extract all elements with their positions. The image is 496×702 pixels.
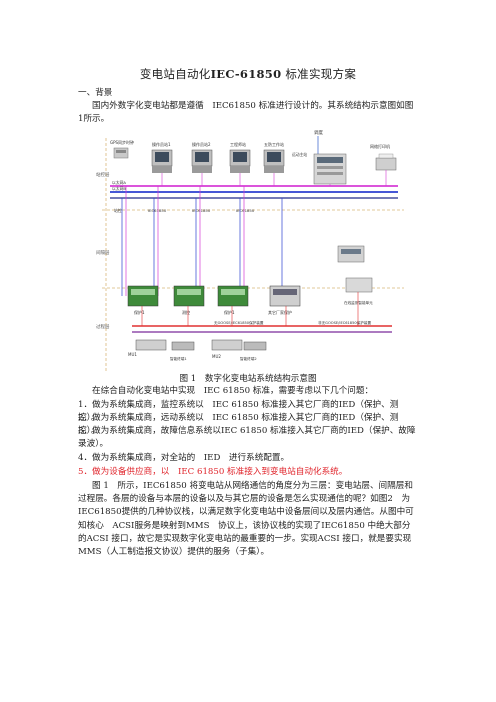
bay-monitor-unit <box>337 245 365 263</box>
printer-label: 网络打印机 <box>370 143 390 149</box>
section-heading: 一、背景 <box>78 88 113 98</box>
intro-paragraph: 国内外数字化变电站都是遵循 IEC61850 标准进行设计的。其系统结构示意图如… <box>78 101 414 125</box>
system-diagram-svg: 站控层 间隔层 过程层 调度 GPS同步时钟 操作员站1 <box>96 129 404 372</box>
bus-tag-3: IEC61850 <box>192 208 211 213</box>
svg-text:MU2: MU2 <box>212 354 221 359</box>
svg-text:MU1: MU1 <box>128 352 137 357</box>
svg-text:保护1: 保护1 <box>134 309 145 315</box>
remote-master-label: 远动主站 <box>292 152 307 157</box>
gps-label: GPS同步时钟 <box>110 139 134 145</box>
title-standard: IEC-61850 <box>210 67 282 81</box>
layer-label-bay: 间隔层 <box>96 249 110 256</box>
bay-device-protection-1: 保护1 <box>127 285 159 315</box>
gps-clock-icon <box>113 147 129 159</box>
svg-text:测控: 测控 <box>182 309 190 315</box>
net-label-a: 以太网A <box>112 180 126 185</box>
title-prefix: 变电站自动化 <box>139 67 211 81</box>
merging-unit-2: MU2 <box>211 339 243 359</box>
workstation-4: 五防工作站 <box>263 141 285 173</box>
bay-device-protection-2: 保护1 <box>217 285 249 315</box>
svg-text:操作员站1: 操作员站1 <box>152 141 171 147</box>
bus-tag-4: IEC61850 <box>236 208 255 213</box>
svg-text:其它厂家保护: 其它厂家保护 <box>268 309 292 315</box>
online-monitor-unit: 在线监测智能单元 <box>344 277 373 305</box>
bus-tag-2: IEC61850 <box>148 208 167 213</box>
svg-text:操作员站2: 操作员站2 <box>192 141 211 147</box>
layer-label-process: 过程层 <box>96 323 110 330</box>
svg-text:智能终端2: 智能终端2 <box>240 356 257 361</box>
net-label-b: 以太网B <box>112 186 126 191</box>
server-rack-icon <box>313 153 347 185</box>
svg-text:在线监测智能单元: 在线监测智能单元 <box>344 300 373 305</box>
layer-label-station: 站控层 <box>96 171 110 178</box>
bay-device-other-vendor: 其它厂家保护 <box>268 285 301 315</box>
workstation-3: 工程师站 <box>229 141 251 173</box>
svg-text:五防工作站: 五防工作站 <box>264 141 284 147</box>
bus-tag-1: 站控 <box>114 208 122 213</box>
system-diagram: 站控层 间隔层 过程层 调度 GPS同步时钟 操作员站1 <box>92 128 412 374</box>
printer-icon <box>375 153 397 171</box>
merging-unit-1: MU1 <box>128 339 167 357</box>
list-item-4: 4．做为系统集成商，对全站的 IED 进行系统配置。 <box>78 453 290 463</box>
bay-device-measure: 测控 <box>173 285 205 315</box>
svg-text:智能终端1: 智能终端1 <box>170 356 187 361</box>
process-bus-label-2: 非无GOOSE/IEC61850保护装置 <box>318 320 371 325</box>
svg-text:工程师站: 工程师站 <box>230 141 246 147</box>
workstation-2: 操作员站2 <box>191 141 213 173</box>
list-item-3: 3．做为系统集成商，故障信息系统以IEC 61850 标准接入其它厂商的IED（… <box>78 426 416 450</box>
smart-terminal-1: 智能终端1 <box>170 341 195 361</box>
dispatch-label: 调度 <box>314 129 323 136</box>
process-bus-label-1: 无GOOSE/IEC61850保护装置 <box>214 320 264 325</box>
lead-paragraph: 在综合自动化变电站中实现 IEC 61850 标准，需要考虑以下几个问题： <box>92 386 374 396</box>
doc-title: 变电站自动化IEC-61850 标准实现方案 <box>0 66 496 82</box>
workstation-1: 操作员站1 <box>151 141 173 173</box>
list-item-2: 2．做为系统集成商，远动系统以 IEC 61850 标准接入其它厂商的IED（保… <box>78 413 399 437</box>
list-item-1: 1．做为系统集成商，监控系统以 IEC 61850 标准接入其它厂商的IED（保… <box>78 400 399 424</box>
list-item-5: 5．做为设备供应商，以 IEC 61850 标准接入到变电站自动化系统。 <box>78 467 348 477</box>
figure-caption: 图 1 数字化变电站系统结构示意图 <box>179 374 317 384</box>
smart-terminal-2: 智能终端2 <box>240 341 267 361</box>
title-suffix: 标准实现方案 <box>281 67 357 81</box>
svg-text:保护1: 保护1 <box>224 309 235 315</box>
body-paragraph: 图 1 所示，IEC61850 将变电站从网络通信的角度分为三层：变电站层、间隔… <box>78 481 414 558</box>
